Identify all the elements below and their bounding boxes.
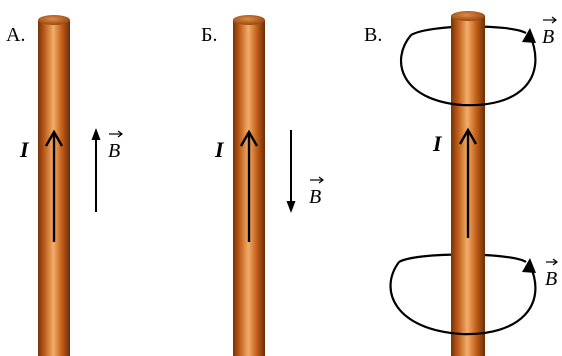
vector-arrow-icon [310, 176, 324, 184]
panel-b-current-arrow [239, 129, 259, 246]
panel-b-current-label: I [214, 137, 225, 162]
panel-a-field-symbol: B [108, 140, 120, 162]
panel-c-bottom-field-ring [389, 258, 537, 336]
panel-c-top-field-symbol: B [542, 26, 554, 48]
vector-arrow-icon [109, 130, 123, 138]
panel-c-top-field-ring [400, 28, 537, 107]
panel-c-bottom-field-symbol: B [545, 268, 557, 290]
panel-c-current-arrow [458, 127, 478, 242]
vector-arrow-icon [546, 258, 558, 266]
panel-b-field-symbol: B [309, 186, 321, 208]
panel-a-label: А. [6, 24, 25, 46]
panel-a-field-label: B [108, 130, 123, 162]
panel-a: А. I B [6, 15, 123, 356]
panel-b-field-label: B [309, 176, 324, 208]
panel-c-label: В. [364, 24, 382, 46]
panel-c-current-label: I [432, 131, 443, 156]
vector-arrow-icon [543, 16, 557, 24]
panel-b: Б. I B [201, 15, 324, 356]
panel-b-field-arrow [286, 130, 296, 213]
panel-a-current-label: I [19, 137, 30, 162]
panel-c: В. I B [364, 11, 558, 356]
panel-a-field-arrow [91, 128, 101, 212]
panel-c-top-field-label: B [542, 16, 557, 48]
panel-a-current-arrow [44, 129, 64, 246]
panel-c-bottom-field-label: B [545, 258, 558, 290]
panel-b-label: Б. [201, 24, 217, 46]
